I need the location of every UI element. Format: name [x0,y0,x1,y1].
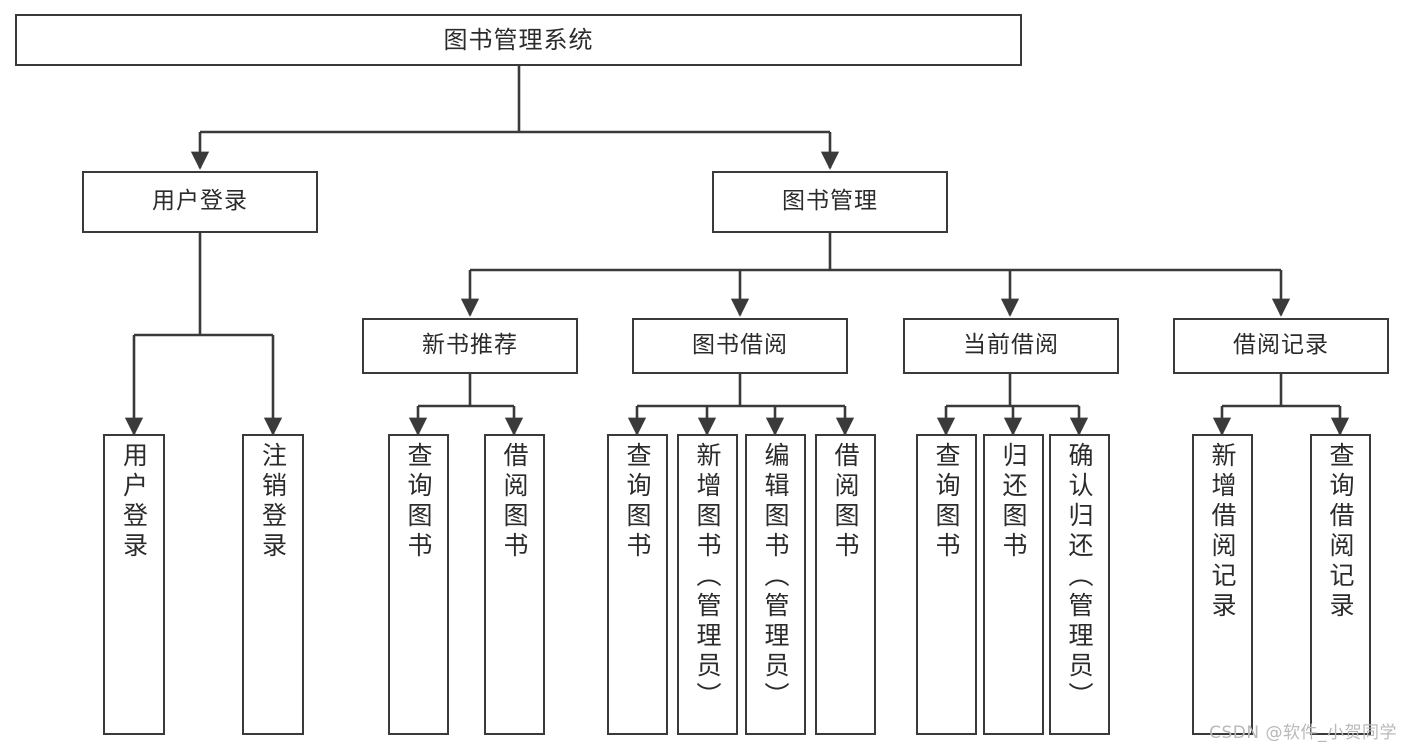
node-label: 借阅图书 [831,442,860,562]
leaf-current-borrow-query-book[interactable]: 查询图书 [916,434,977,735]
leaf-book-borrow-add-book-admin[interactable]: 新增图书（管理员） [677,434,738,735]
node-label: 新增借阅记录 [1208,442,1237,622]
leaf-book-borrow-edit-book-admin[interactable]: 编辑图书（管理员） [745,434,806,735]
node-label: 确认归还（管理员） [1065,442,1094,712]
node-label: 编辑图书（管理员） [761,442,790,712]
leaf-current-borrow-return-book[interactable]: 归还图书 [983,434,1044,735]
csdn-watermark: CSDN @软件_小贺同学 [1209,723,1397,743]
node-label: 查询图书 [623,442,652,562]
node-book-management[interactable]: 图书管理 [712,171,948,233]
leaf-borrow-record-add-record[interactable]: 新增借阅记录 [1192,434,1253,735]
node-new-book-recommend[interactable]: 新书推荐 [362,318,578,374]
leaf-new-book-borrow-book[interactable]: 借阅图书 [484,434,545,735]
node-label: 图书管理系统 [443,25,594,54]
leaf-user-login-user-login[interactable]: 用户登录 [103,434,165,735]
node-label: 新增图书（管理员） [693,442,722,712]
leaf-new-book-query-book[interactable]: 查询图书 [388,434,449,735]
leaf-book-borrow-query-book[interactable]: 查询图书 [607,434,668,735]
leaf-borrow-record-query-record[interactable]: 查询借阅记录 [1310,434,1371,735]
node-user-login[interactable]: 用户登录 [82,171,318,233]
node-label: 借阅记录 [1233,332,1329,359]
node-label: 注销登录 [258,442,288,562]
node-root-book-management-system[interactable]: 图书管理系统 [15,14,1022,66]
node-label: 查询图书 [404,442,433,562]
node-label: 查询借阅记录 [1326,442,1355,622]
node-label: 用户登录 [119,442,149,562]
node-label: 归还图书 [999,442,1028,562]
node-label: 图书借阅 [692,332,788,359]
node-book-borrow[interactable]: 图书借阅 [632,318,848,374]
node-label: 图书管理 [782,188,878,215]
node-label: 查询图书 [932,442,961,562]
leaf-user-login-logout[interactable]: 注销登录 [242,434,304,735]
leaf-book-borrow-borrow-book[interactable]: 借阅图书 [815,434,876,735]
node-label: 当前借阅 [963,332,1059,359]
node-label: 用户登录 [152,188,248,215]
node-label: 新书推荐 [422,332,518,359]
leaf-current-borrow-confirm-return-admin[interactable]: 确认归还（管理员） [1049,434,1110,735]
node-borrow-record[interactable]: 借阅记录 [1173,318,1389,374]
node-current-borrow[interactable]: 当前借阅 [903,318,1119,374]
node-label: 借阅图书 [500,442,529,562]
